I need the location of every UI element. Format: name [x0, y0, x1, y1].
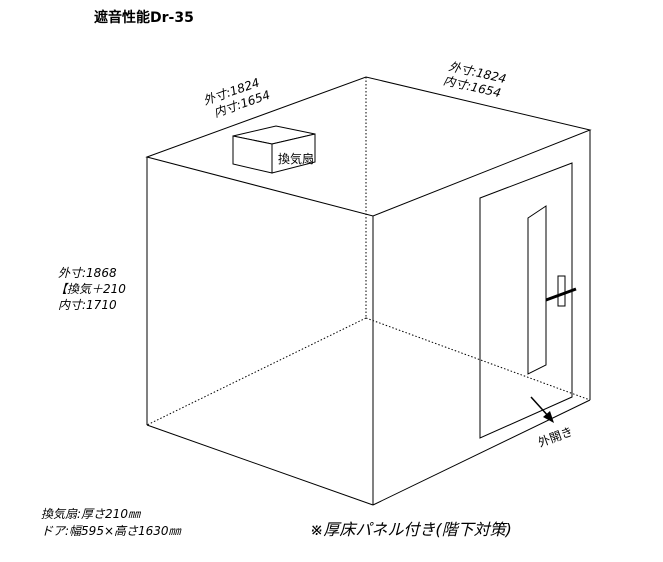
door-panel — [479, 162, 573, 439]
left-inner-dim: 内寸:1710 — [58, 298, 117, 312]
ventilation-fan — [232, 125, 316, 174]
fan-right-face — [271, 133, 316, 174]
hidden-edges — [146, 77, 591, 426]
left-fan-add-dim: 【換気＋210 — [55, 282, 126, 296]
hidden-back-right-floor-edge — [365, 317, 591, 401]
door-window — [527, 205, 547, 375]
door-handle-plate — [557, 275, 566, 307]
top-right-dimensions: 外寸:1824 内寸:1654 — [442, 59, 508, 100]
floor-panel-note: ※厚床パネル付き(階下対策) — [310, 520, 512, 539]
door-open-arrow — [530, 396, 554, 423]
door-handle — [545, 287, 577, 302]
footnote-fan-thickness: 換気扇:厚さ210㎜ — [41, 507, 142, 521]
box-bottom-right-edge — [372, 399, 591, 506]
fan-label: 換気扇 — [278, 151, 314, 166]
booth-box — [145, 76, 592, 506]
door — [479, 162, 577, 439]
diagram-title: 遮音性能Dr-35 — [94, 9, 194, 26]
box-bottom-left-edge — [146, 424, 374, 506]
left-outer-dim: 外寸:1868 — [58, 266, 117, 280]
footnote-door-size: ドア:幅595×高さ1630㎜ — [41, 524, 183, 538]
hidden-back-left-floor-edge — [146, 317, 367, 426]
door-open-label: 外開き — [536, 424, 575, 449]
